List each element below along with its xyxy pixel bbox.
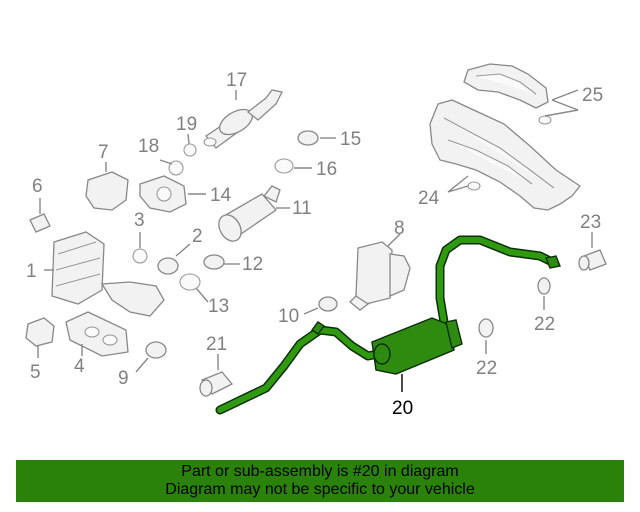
- part-8-resonator[interactable]: [349, 241, 411, 311]
- label-25[interactable]: 25: [582, 85, 603, 106]
- label-16[interactable]: 16: [316, 159, 337, 180]
- part-14-flange[interactable]: [139, 175, 187, 213]
- leader-9: [135, 357, 149, 373]
- part-10-clamp[interactable]: [318, 296, 338, 312]
- part-24-heat-shield[interactable]: [429, 99, 581, 211]
- label-21[interactable]: 21: [206, 334, 227, 355]
- part-21-connector[interactable]: [199, 371, 234, 397]
- label-9[interactable]: 9: [118, 368, 129, 389]
- part-12-clamp[interactable]: [203, 254, 225, 270]
- part-22-insulator-b[interactable]: [478, 318, 494, 338]
- leader-8: [387, 233, 401, 247]
- label-2[interactable]: 2: [192, 226, 203, 247]
- part-9-hanger[interactable]: [145, 341, 167, 359]
- label-20[interactable]: 20: [392, 398, 413, 419]
- part-20-exhaust-assembly[interactable]: [215, 235, 561, 415]
- label-23[interactable]: 23: [580, 212, 601, 233]
- part-1-manifold-converter[interactable]: [51, 231, 165, 317]
- info-banner: Part or sub-assembly is #20 in diagram D…: [16, 460, 624, 502]
- leader-18: [159, 159, 173, 165]
- label-4[interactable]: 4: [74, 356, 85, 377]
- label-18[interactable]: 18: [138, 136, 159, 157]
- label-22b[interactable]: 22: [476, 358, 497, 379]
- part-5-bracket[interactable]: [25, 317, 55, 347]
- part-4-gasket[interactable]: [65, 311, 129, 357]
- part-25-heat-shield[interactable]: [463, 63, 552, 125]
- label-11[interactable]: 11: [292, 198, 312, 219]
- part-6-bracket[interactable]: [29, 213, 51, 233]
- part-13-gasket[interactable]: [179, 273, 201, 291]
- leader-19: [187, 133, 190, 145]
- label-15[interactable]: 15: [340, 129, 361, 150]
- leader-25: [551, 89, 579, 111]
- label-14[interactable]: 14: [210, 185, 232, 206]
- label-12[interactable]: 12: [242, 254, 263, 275]
- label-6[interactable]: 6: [32, 176, 43, 197]
- label-10[interactable]: 10: [278, 306, 299, 327]
- leader-2: [175, 243, 191, 257]
- label-3[interactable]: 3: [134, 210, 145, 231]
- label-13[interactable]: 13: [208, 296, 229, 317]
- part-7-cover[interactable]: [85, 171, 129, 211]
- part-16-gasket[interactable]: [274, 158, 294, 174]
- label-7[interactable]: 7: [98, 142, 109, 163]
- label-19[interactable]: 19: [176, 114, 197, 135]
- banner-line-2: Diagram may not be specific to your vehi…: [165, 481, 475, 498]
- leader-13: [195, 287, 209, 303]
- part-19-gasket[interactable]: [183, 143, 197, 157]
- part-18-gasket[interactable]: [168, 160, 184, 176]
- part-23-tailpipe-tip[interactable]: [578, 249, 607, 271]
- label-24[interactable]: 24: [418, 188, 440, 209]
- label-22a[interactable]: 22: [534, 314, 555, 335]
- part-3-gasket[interactable]: [132, 248, 148, 264]
- label-1[interactable]: 1: [26, 261, 37, 282]
- part-11-catalytic-converter[interactable]: [214, 185, 281, 245]
- leader-25b: [544, 109, 579, 117]
- part-22-insulator-a[interactable]: [537, 277, 551, 295]
- leader-24: [447, 175, 469, 193]
- part-17-front-pipe[interactable]: [203, 89, 283, 149]
- part-2-clamp[interactable]: [157, 257, 179, 275]
- parts-diagram: 25 24 17 19 18 15 16 7 14: [25, 63, 607, 419]
- banner-line-1: Part or sub-assembly is #20 in diagram: [181, 463, 459, 480]
- label-8[interactable]: 8: [394, 218, 405, 239]
- label-5[interactable]: 5: [30, 362, 41, 383]
- part-15-clamp[interactable]: [297, 130, 319, 146]
- leader-10: [303, 307, 319, 315]
- label-17[interactable]: 17: [226, 70, 247, 91]
